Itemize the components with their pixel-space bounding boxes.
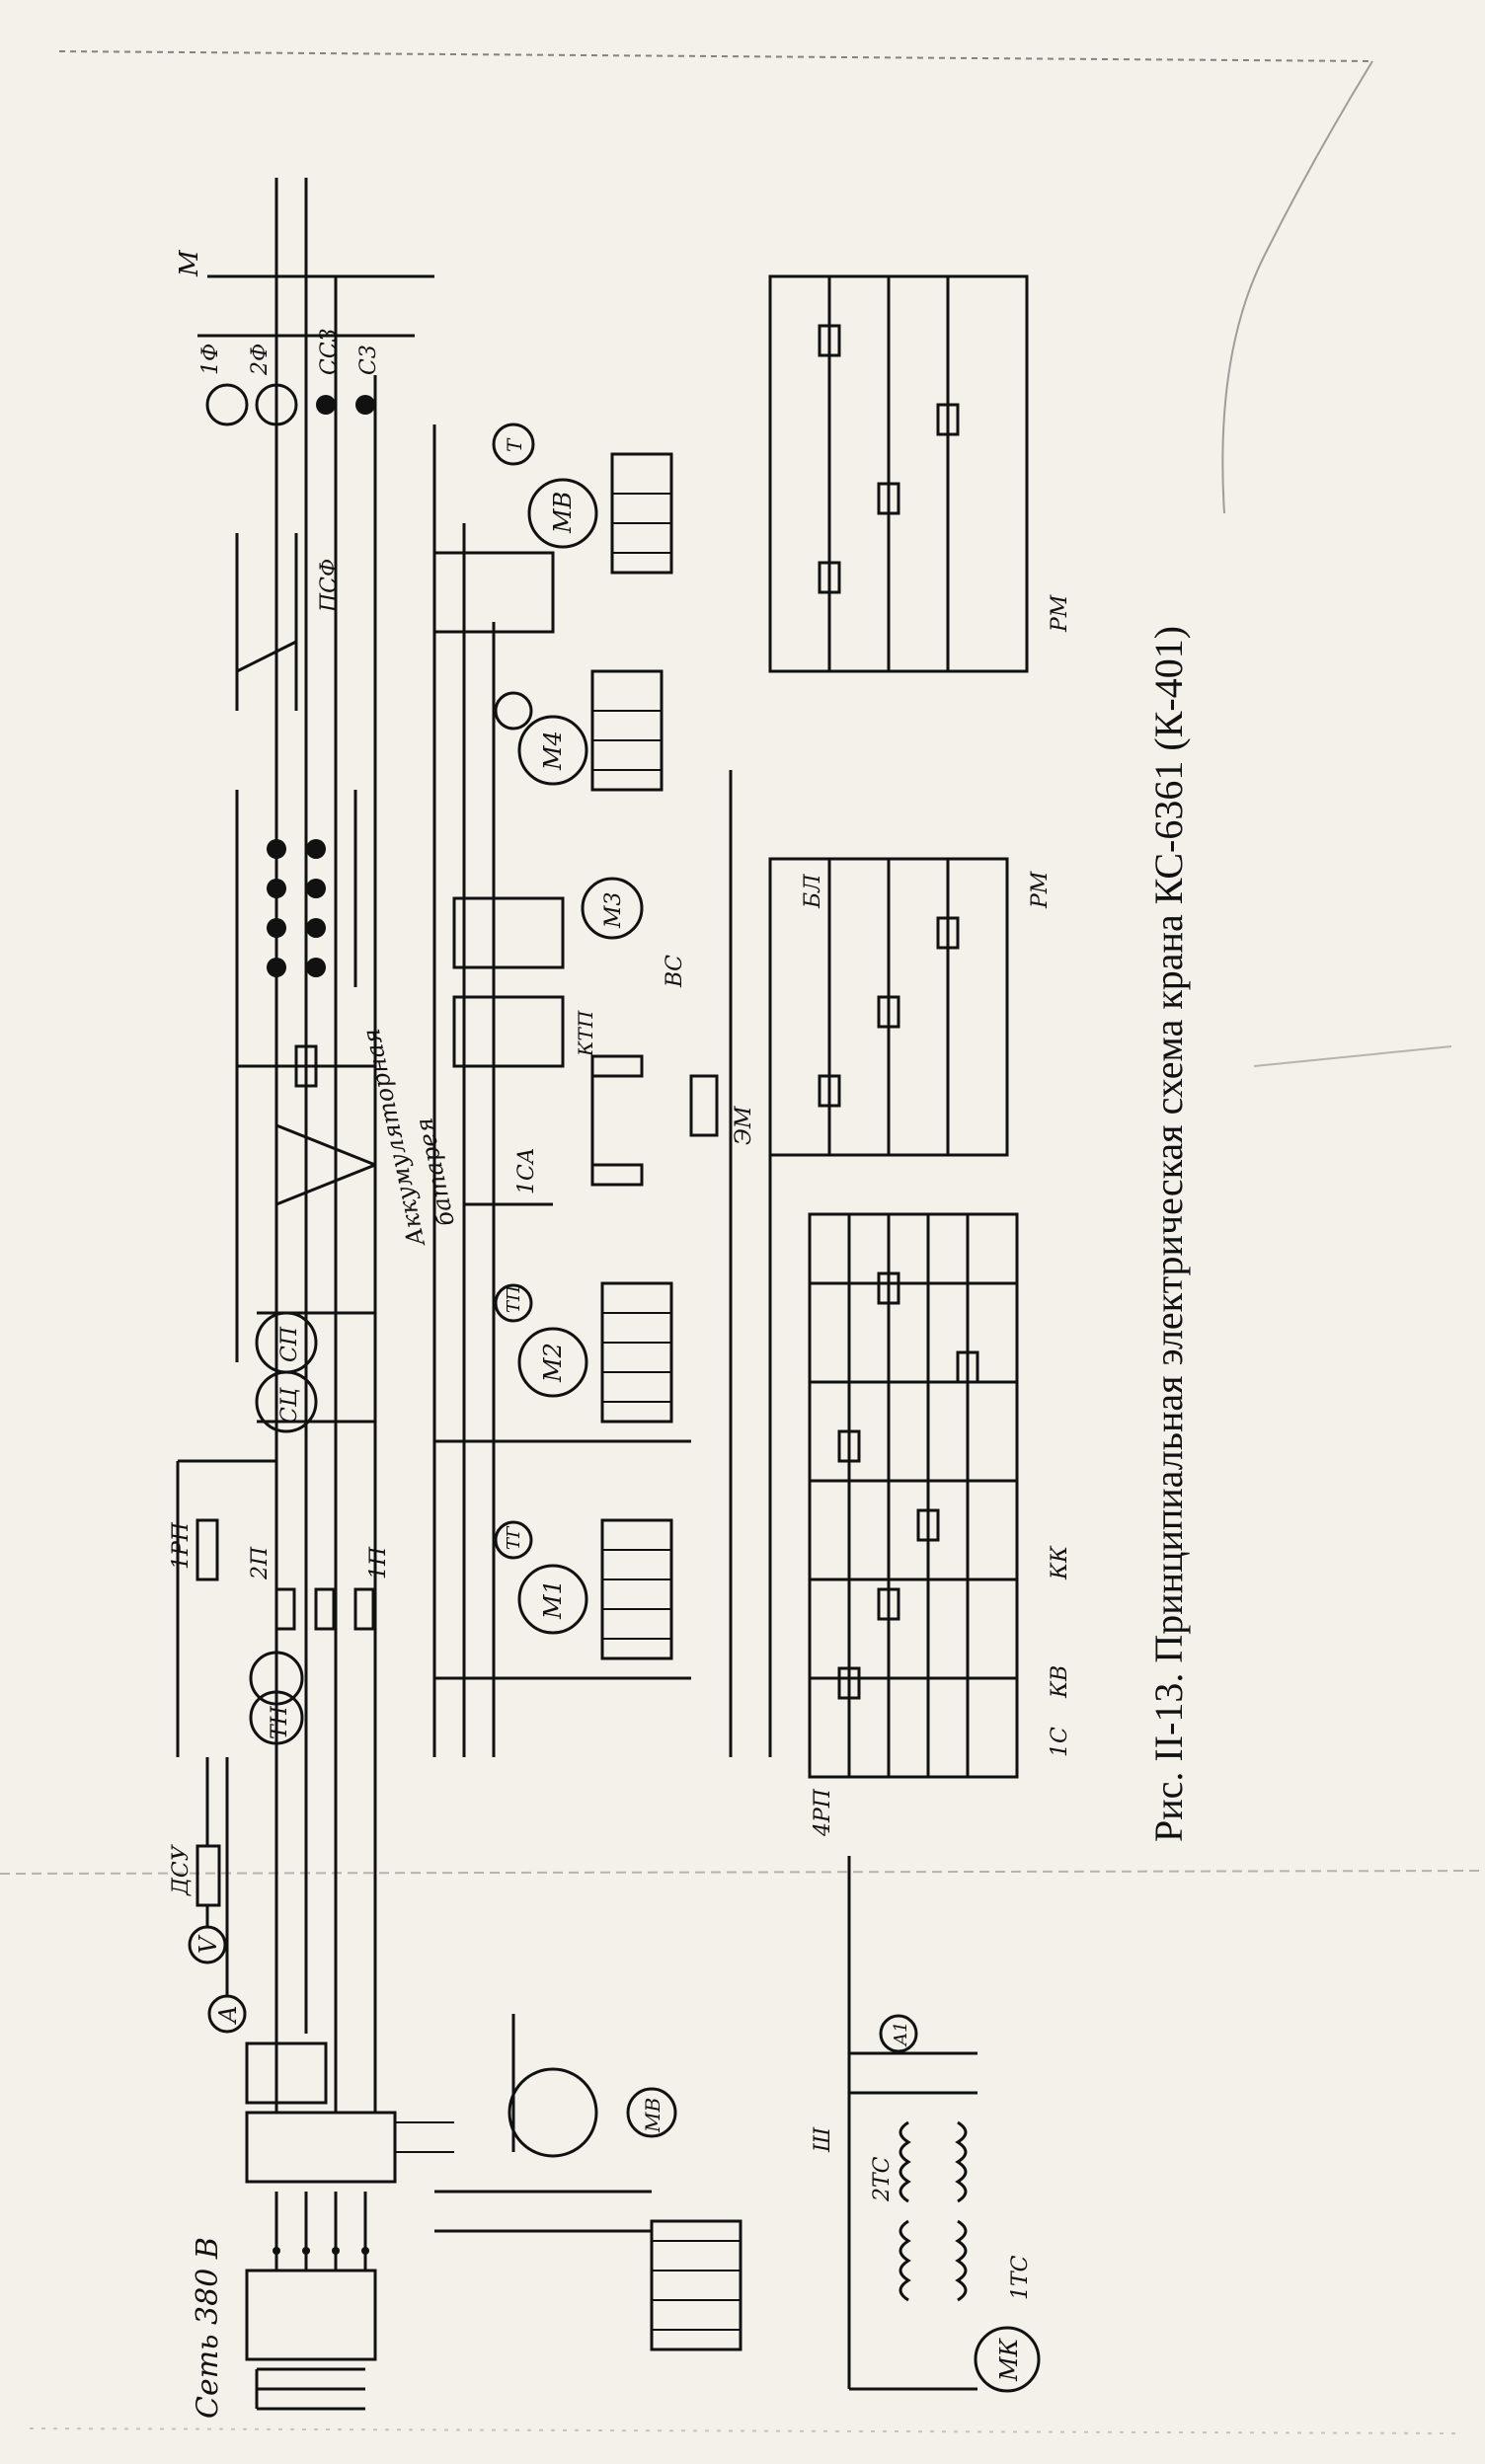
motor-mv-icon [527, 478, 598, 549]
ammeter-a1-icon [879, 2014, 918, 2053]
svg-text:РМ: РМ [1048, 594, 1072, 633]
main-bus [176, 178, 772, 2034]
svg-text:1ТС: 1ТС [1008, 2255, 1033, 2300]
brake-block: 1СА ЭМ [464, 1054, 756, 1206]
svg-text:М3: М3 [601, 891, 626, 929]
psf-switch-block: ПСФ 1Ф 2Ф СС3 С3 М [175, 249, 434, 711]
motor-m1-icon [517, 1564, 588, 1635]
lamp-1f-icon [205, 383, 249, 426]
svg-text:М1: М1 [539, 1579, 567, 1620]
relay-block-right: БЛ РМ [768, 857, 1053, 1157]
svg-text:ТП: ТП [504, 1285, 524, 1313]
rotated-figure: Сеть 380 В A V ДСУ [138, 39, 1284, 2448]
svg-text:ТН: ТН [268, 1705, 292, 1739]
svg-text:ТГ: ТГ [504, 1525, 524, 1550]
motor-m2-group: М2 ТП [434, 1281, 691, 1443]
network-input-block: Сеть 380 В [191, 2192, 377, 2419]
svg-text:КТП: КТП [574, 1010, 597, 1057]
svg-text:2ТС: 2ТС [870, 2156, 895, 2202]
motor-m1-group: М1 ТГ [434, 1518, 691, 1680]
svg-text:ПСФ: ПСФ [317, 559, 342, 613]
svg-text:1Ф: 1Ф [198, 344, 223, 375]
relay-block-far-right: РМ [768, 274, 1072, 673]
network-label: Сеть 380 В [191, 2237, 225, 2419]
relay-ladder: 1С КВ КК 4РП [808, 1212, 1072, 1837]
svg-text:A: A [214, 2006, 242, 2025]
electrical-schematic: Сеть 380 В A V ДСУ [169, 178, 1072, 2419]
lamp-2f-icon [255, 383, 298, 426]
generator-group: ТН 2П 1П 1РП [169, 1518, 391, 1745]
svg-text:ЭМ: ЭМ [732, 1106, 756, 1145]
svg-text:МВ: МВ [549, 492, 577, 534]
svg-text:М4: М4 [539, 731, 567, 771]
svg-text:A1: A1 [891, 2022, 911, 2047]
caption-wrap: Рис. II-13. Принципиальная электрическая… [1145, 0, 1224, 2464]
motor-mv-group: МВ Т [432, 423, 673, 634]
generator-tn-icon [249, 1690, 304, 1745]
svg-text:СЦ: СЦ [277, 1387, 302, 1424]
collector-block [245, 2034, 454, 2184]
svg-text:1С: 1С [1048, 1727, 1072, 1757]
motor-m4-group: М4 [494, 669, 664, 792]
motor-m2-icon [517, 1327, 588, 1398]
motor-mk-icon [974, 2326, 1041, 2393]
svg-text:2П: 2П [248, 1546, 273, 1580]
svg-text:СП: СП [277, 1326, 302, 1362]
lamp-cluster [235, 790, 357, 987]
sync-pair: СЦ СП [255, 1311, 375, 1433]
svg-text:БЛ: БЛ [801, 874, 825, 909]
svg-text:Т: Т [503, 437, 526, 452]
svg-text:КВ: КВ [1048, 1665, 1072, 1699]
svg-text:4РП: 4РП [811, 1788, 835, 1837]
motor-m3-icon [581, 877, 644, 940]
stator-icon [508, 2067, 598, 2158]
svg-text:Ш: Ш [811, 2126, 835, 2153]
svg-text:МК: МК [995, 2337, 1023, 2382]
svg-text:1СА: 1СА [514, 1148, 539, 1195]
svg-text:КК: КК [1048, 1545, 1072, 1580]
svg-text:2Ф: 2Ф [248, 344, 273, 376]
battery-block: Аккумуляторная батарея [237, 1026, 460, 1251]
lower-left-block: МВ МК 1ТС 2ТС A1 Ш [434, 1856, 1041, 2393]
svg-text:С3: С3 [356, 345, 381, 375]
svg-text:М: М [175, 249, 204, 277]
motor-m4-icon [517, 715, 588, 786]
svg-text:V: V [195, 1934, 222, 1954]
svg-text:РМ: РМ [1028, 871, 1053, 909]
svg-text:1РП: 1РП [169, 1521, 194, 1570]
svg-text:1П: 1П [366, 1546, 391, 1579]
svg-text:М2: М2 [539, 1343, 567, 1383]
motor-m3-group: М3 КТП ВС [452, 877, 687, 1068]
figure-caption: Рис. II-13. Принципиальная электрическая… [1146, 625, 1191, 1843]
svg-text:ДСУ: ДСУ [169, 1843, 194, 1896]
meters: A V ДСУ [169, 1757, 247, 2034]
svg-text:МВ: МВ [641, 2098, 664, 2133]
svg-text:ВС: ВС [663, 955, 687, 988]
